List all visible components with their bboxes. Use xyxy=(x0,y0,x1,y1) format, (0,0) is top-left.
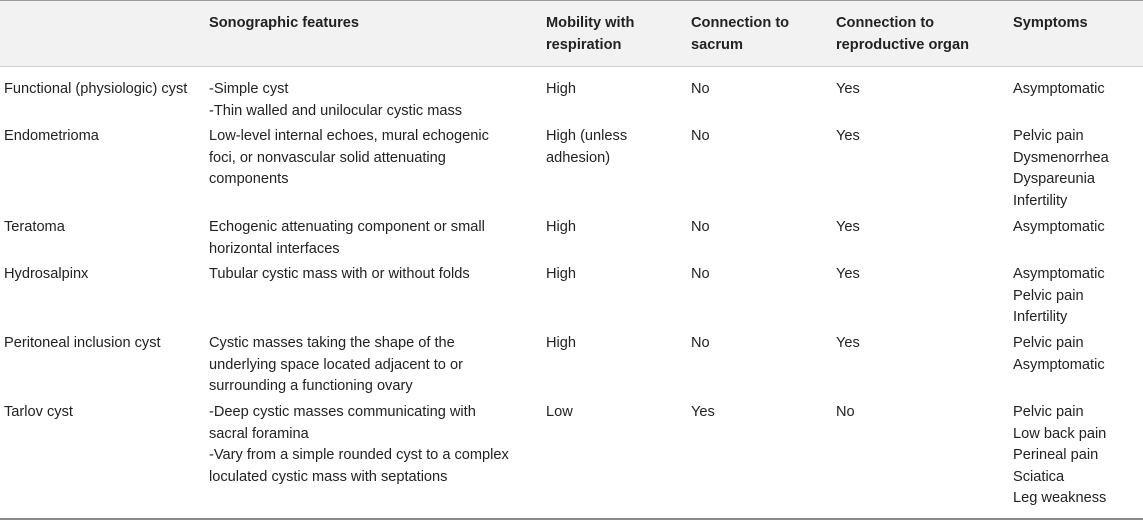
row-label: Peritoneal inclusion cyst xyxy=(4,335,161,351)
symptoms-cell-line: Pelvic pain xyxy=(1013,335,1084,351)
table-header-rule xyxy=(0,66,1143,67)
row-label: Functional (physiologic) cyst xyxy=(4,81,188,97)
mobility-cell-line: High xyxy=(546,266,577,282)
sonographic-features-cell-line: -Simple cyst xyxy=(209,81,289,97)
header-sonographic-features: Sonographic features xyxy=(209,15,360,31)
mobility-cell-line: Low xyxy=(546,404,573,420)
connection-organ-cell: Yes xyxy=(836,219,860,235)
connection-organ-cell: Yes xyxy=(836,128,860,144)
connection-sacrum-cell: Yes xyxy=(691,404,715,420)
header-mobility-line: respiration xyxy=(546,36,622,53)
sonographic-features-cell-line: loculated cystic mass with septations xyxy=(209,468,448,485)
connection-organ-cell: Yes xyxy=(836,335,860,351)
sonographic-features-cell-line: components xyxy=(209,171,289,187)
sonographic-features-cell-line: horizontal interfaces xyxy=(209,240,340,257)
mobility-cell: High xyxy=(546,79,576,101)
symptoms-cell-line: Sciatica xyxy=(1013,468,1065,485)
symptoms-cell-line: Leg weakness xyxy=(1013,490,1107,506)
symptoms-cell-line: Pelvic pain xyxy=(1013,404,1084,420)
connection-organ-cell: Yes xyxy=(836,266,860,282)
sonographic-features-cell-line: Low-level internal echoes, mural echogen… xyxy=(209,128,489,144)
header-mobility: Mobility with respiration xyxy=(546,13,634,56)
mobility-cell-line: High xyxy=(546,81,577,97)
mobility-cell: High xyxy=(546,217,576,239)
row-label: Teratoma xyxy=(4,219,65,235)
connection-organ-cell: Yes xyxy=(836,81,860,97)
mobility-cell-line: High (unless xyxy=(546,128,628,144)
sonographic-features-cell: Low-level internal echoes, mural echogen… xyxy=(209,126,489,191)
header-organ-line: Connection to xyxy=(836,15,935,31)
sonographic-features-cell-line: -Deep cystic masses communicating with xyxy=(209,404,476,420)
connection-sacrum-cell: No xyxy=(691,335,710,351)
header-connection-organ: Connection to reproductive organ xyxy=(836,13,969,56)
symptoms-cell-line: Infertility xyxy=(1013,309,1068,325)
header-sacrum-line: Connection to xyxy=(691,15,790,31)
mobility-cell-line: High xyxy=(546,335,577,351)
header-organ-line: reproductive organ xyxy=(836,36,969,53)
symptoms-cell-line: Perineal pain xyxy=(1013,447,1099,463)
symptoms-cell: Asymptomatic xyxy=(1013,217,1105,239)
mobility-cell-line: adhesion) xyxy=(546,149,611,166)
symptoms-cell-line: Infertility xyxy=(1013,192,1068,209)
sonographic-features-cell-line: Echogenic attenuating component or small xyxy=(209,219,485,235)
connection-sacrum-cell: No xyxy=(691,128,710,144)
table-header-background xyxy=(0,1,1143,66)
symptoms-cell-line: Low back pain xyxy=(1013,425,1107,442)
symptoms-cell-line: Asymptomatic xyxy=(1013,356,1105,373)
header-sacrum-line: sacrum xyxy=(691,36,743,53)
header-connection-sacrum: Connection to sacrum xyxy=(691,13,789,56)
symptoms-cell-line: Dyspareunia xyxy=(1013,171,1095,187)
sonographic-features-cell-line: underlying space located adjacent to or xyxy=(209,356,463,373)
symptoms-cell-line: Pelvic pain xyxy=(1013,287,1084,304)
row-label: Hydrosalpinx xyxy=(4,266,89,282)
symptoms-cell-line: Pelvic pain xyxy=(1013,128,1084,144)
sonographic-features-cell: -Simple cyst -Thin walled and unilocular … xyxy=(209,79,462,122)
header-mobility-line: Mobility with xyxy=(546,15,635,31)
connection-sacrum-cell: No xyxy=(691,266,710,282)
sonographic-features-cell: -Deep cystic masses communicating with sa… xyxy=(209,402,509,488)
symptoms-cell-line: Asymptomatic xyxy=(1013,266,1105,282)
sonographic-features-cell-line: Cystic masses taking the shape of the xyxy=(209,335,455,351)
sonographic-features-cell-line: Tubular cystic mass with or without fold… xyxy=(209,266,470,282)
row-label: Tarlov cyst xyxy=(4,404,73,420)
sonographic-features-cell: Echogenic attenuating component or small… xyxy=(209,217,485,260)
header-symptoms: Symptoms xyxy=(1013,15,1088,31)
symptoms-cell-line: Asymptomatic xyxy=(1013,81,1105,97)
table-top-rule xyxy=(0,0,1143,1)
sonographic-features-cell-line: surrounding a functioning ovary xyxy=(209,378,413,394)
mobility-cell-line: High xyxy=(546,219,577,235)
symptoms-cell: Asymptomatic xyxy=(1013,79,1105,101)
connection-sacrum-cell: No xyxy=(691,219,710,235)
sonographic-features-cell-line: -Thin walled and unilocular cystic mass xyxy=(209,102,463,119)
mobility-cell: High xyxy=(546,333,576,355)
sonographic-features-cell-line: sacral foramina xyxy=(209,425,309,442)
symptoms-cell-line: Dysmenorrhea xyxy=(1013,149,1109,166)
sonographic-features-cell: Cystic masses taking the shape of the und… xyxy=(209,333,463,398)
sonographic-features-cell: Tubular cystic mass with or without fold… xyxy=(209,264,470,286)
row-label: Endometrioma xyxy=(4,128,99,144)
symptoms-cell-line: Asymptomatic xyxy=(1013,219,1105,235)
sonographic-features-cell-line: foci, or nonvascular solid attenuating xyxy=(209,149,446,166)
mobility-cell: Low xyxy=(546,402,573,424)
sonographic-features-cell-line: -Vary from a simple rounded cyst to a co… xyxy=(209,447,509,463)
mobility-cell: High xyxy=(546,264,576,286)
connection-organ-cell: No xyxy=(836,404,855,420)
mobility-cell: High (unless adhesion) xyxy=(546,126,627,169)
connection-sacrum-cell: No xyxy=(691,81,710,97)
table-bottom-rule xyxy=(0,518,1143,520)
